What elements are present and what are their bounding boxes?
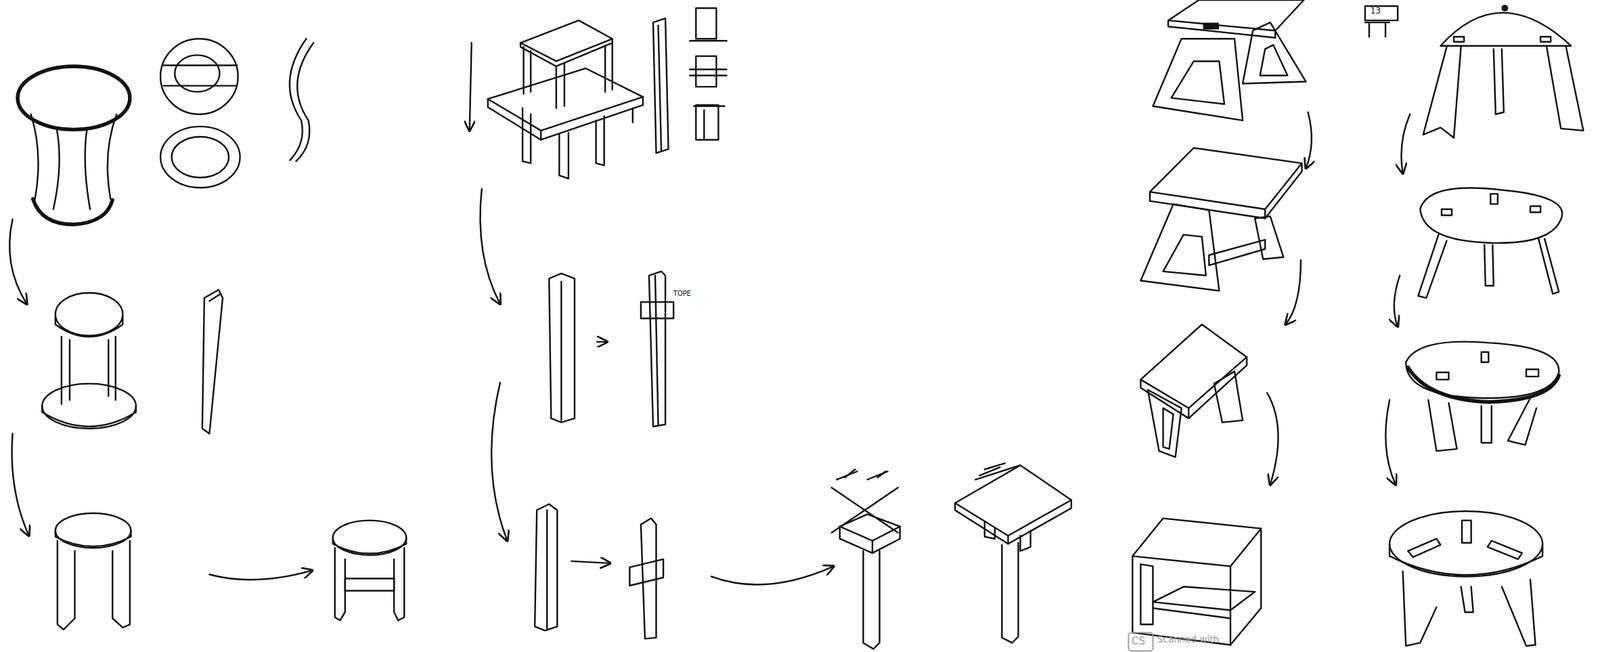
watermark-logo: CS	[1131, 634, 1146, 648]
trapezoid-table-sketches	[1132, 0, 1312, 645]
round-stool-sketches	[9, 38, 407, 630]
watermark-text: Scanned with	[1157, 633, 1220, 645]
round-table-sketches	[1365, 5, 1584, 646]
part-note: TOPE	[673, 289, 692, 298]
square-stool-sketches	[469, 8, 1072, 649]
scanner-watermark	[1128, 632, 1153, 651]
sheet-number: 13	[1370, 6, 1381, 16]
